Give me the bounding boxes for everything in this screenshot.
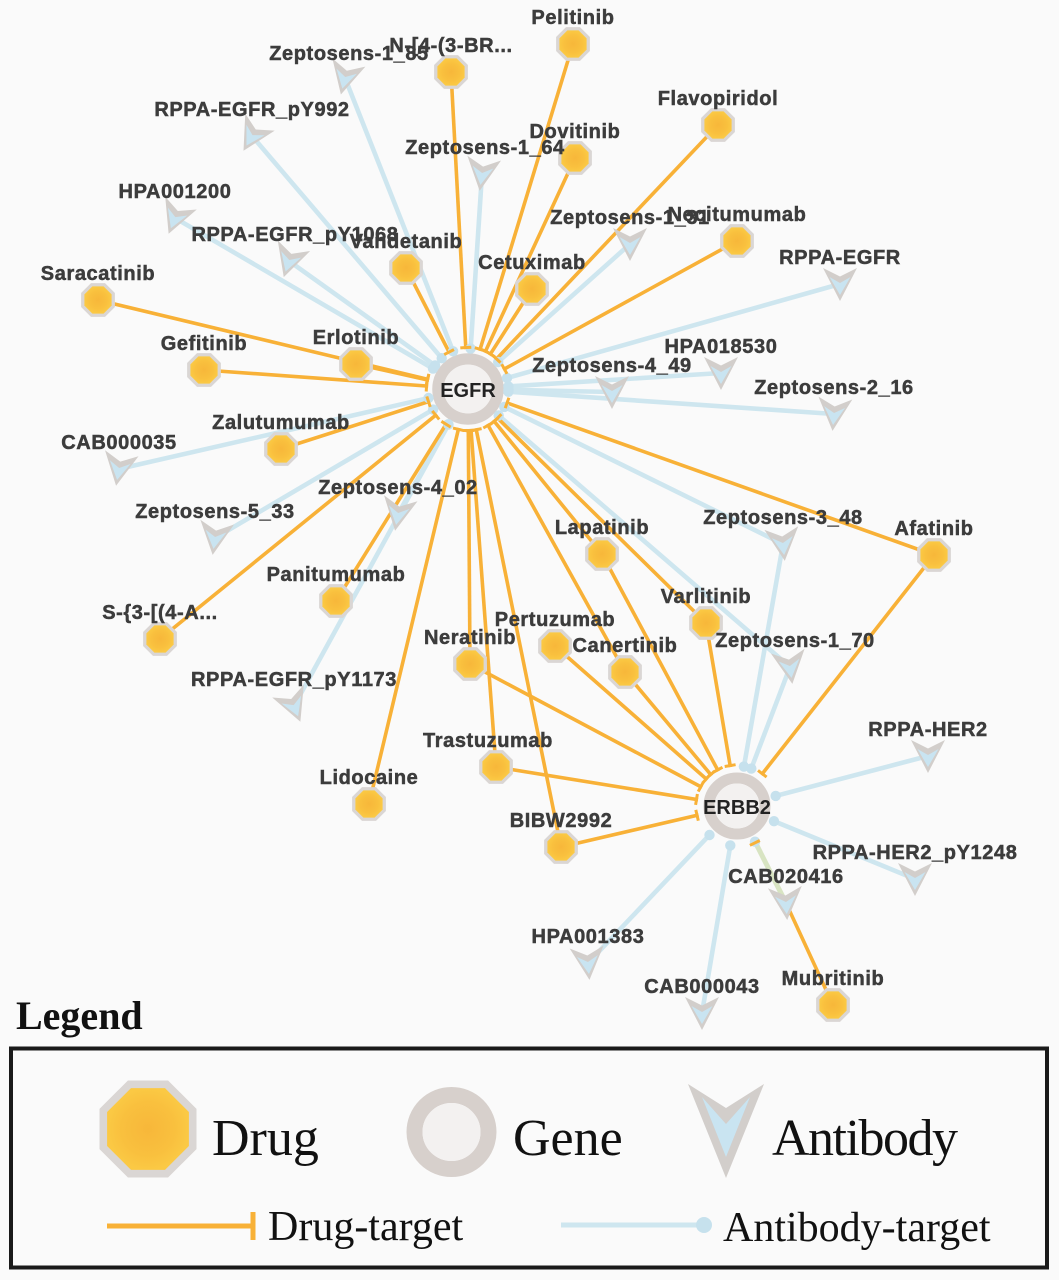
svg-text:Antibody-target: Antibody-target: [723, 1205, 991, 1251]
svg-text:CAB020416: CAB020416: [728, 866, 843, 888]
svg-text:EGFR: EGFR: [440, 380, 496, 402]
svg-text:Afatinib: Afatinib: [894, 518, 973, 540]
svg-text:Legend: Legend: [16, 993, 143, 1038]
svg-text:Lapatinib: Lapatinib: [555, 517, 649, 539]
svg-text:Panitumumab: Panitumumab: [267, 564, 406, 586]
svg-text:Zeptosens-1_31: Zeptosens-1_31: [550, 207, 710, 229]
svg-text:RPPA-EGFR: RPPA-EGFR: [779, 247, 901, 269]
svg-text:Zeptosens-1_64: Zeptosens-1_64: [405, 137, 565, 159]
svg-text:Lidocaine: Lidocaine: [320, 767, 419, 789]
svg-text:Pelitinib: Pelitinib: [531, 7, 614, 29]
svg-text:Vandetanib: Vandetanib: [350, 231, 463, 253]
svg-text:RPPA-HER2: RPPA-HER2: [868, 719, 988, 741]
svg-text:Flavopiridol: Flavopiridol: [658, 88, 779, 110]
svg-text:RPPA-EGFR_pY992: RPPA-EGFR_pY992: [154, 99, 349, 121]
svg-text:Erlotinib: Erlotinib: [313, 327, 400, 349]
svg-text:Canertinib: Canertinib: [573, 635, 678, 657]
svg-text:Drug-target: Drug-target: [268, 1204, 463, 1250]
svg-text:Trastuzumab: Trastuzumab: [423, 730, 553, 752]
svg-text:Gene: Gene: [513, 1110, 623, 1167]
svg-text:Saracatinib: Saracatinib: [41, 263, 155, 285]
svg-text:Zalutumumab: Zalutumumab: [212, 412, 350, 434]
svg-text:RPPA-EGFR_pY1173: RPPA-EGFR_pY1173: [191, 669, 397, 691]
svg-text:Antibody: Antibody: [772, 1110, 958, 1167]
svg-text:ERBB2: ERBB2: [703, 797, 771, 819]
svg-text:Necitumumab: Necitumumab: [668, 204, 807, 226]
svg-text:N-[4-(3-BR...: N-[4-(3-BR...: [389, 35, 512, 57]
svg-text:BIBW2992: BIBW2992: [510, 810, 613, 832]
svg-text:S-{3-[(4-A...: S-{3-[(4-A...: [102, 602, 218, 624]
svg-text:CAB000043: CAB000043: [644, 976, 759, 998]
svg-text:Cetuximab: Cetuximab: [478, 252, 586, 274]
svg-text:Mubritinib: Mubritinib: [782, 968, 885, 990]
svg-text:RPPA-EGFR_pY1068: RPPA-EGFR_pY1068: [191, 224, 398, 246]
svg-text:Dovitinib: Dovitinib: [530, 121, 621, 143]
svg-text:Zeptosens-5_33: Zeptosens-5_33: [135, 501, 295, 523]
svg-text:Zeptosens-3_48: Zeptosens-3_48: [703, 507, 863, 529]
svg-text:Neratinib: Neratinib: [424, 627, 516, 649]
svg-text:HPA018530: HPA018530: [665, 336, 778, 358]
svg-text:Pertuzumab: Pertuzumab: [495, 609, 615, 631]
svg-text:Drug: Drug: [212, 1110, 319, 1167]
svg-text:Zeptosens-1_70: Zeptosens-1_70: [715, 630, 875, 652]
svg-text:CAB000035: CAB000035: [61, 432, 176, 454]
svg-text:RPPA-HER2_pY1248: RPPA-HER2_pY1248: [813, 842, 1018, 864]
svg-text:Zeptosens-4_49: Zeptosens-4_49: [532, 355, 692, 377]
svg-text:HPA001383: HPA001383: [532, 926, 645, 948]
svg-text:Varlitinib: Varlitinib: [661, 586, 751, 608]
svg-text:Gefitinib: Gefitinib: [161, 333, 248, 355]
svg-text:HPA001200: HPA001200: [119, 181, 232, 203]
svg-text:Zeptosens-4_02: Zeptosens-4_02: [318, 477, 478, 499]
svg-text:Zeptosens-2_16: Zeptosens-2_16: [754, 377, 914, 399]
svg-text:Zeptosens-1_85: Zeptosens-1_85: [269, 43, 429, 65]
